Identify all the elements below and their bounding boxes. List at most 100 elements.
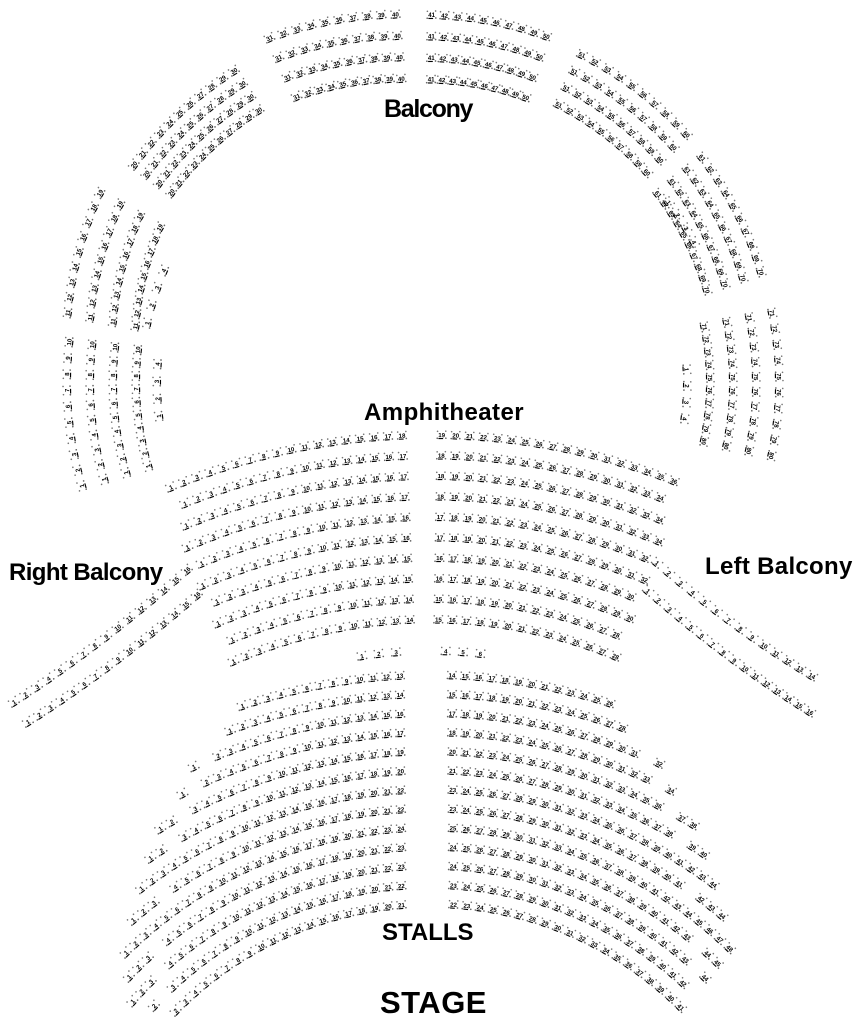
svg-text:30: 30 <box>625 614 634 623</box>
svg-text:31: 31 <box>528 836 537 845</box>
svg-text:1: 1 <box>157 825 164 833</box>
svg-text:40: 40 <box>392 11 400 19</box>
svg-text:3: 3 <box>242 609 248 617</box>
svg-text:26: 26 <box>548 505 557 513</box>
svg-text:4: 4 <box>192 989 200 997</box>
svg-text:27: 27 <box>549 443 558 451</box>
svg-text:9: 9 <box>234 935 241 943</box>
svg-text:34: 34 <box>643 468 652 477</box>
svg-text:11: 11 <box>256 921 265 930</box>
svg-text:18: 18 <box>477 598 485 606</box>
svg-text:23: 23 <box>507 457 515 465</box>
svg-text:12: 12 <box>242 864 252 873</box>
svg-text:13: 13 <box>159 619 169 629</box>
svg-text:2: 2 <box>97 461 105 467</box>
svg-text:24: 24 <box>541 722 550 730</box>
svg-text:2: 2 <box>243 631 249 639</box>
svg-text:14: 14 <box>396 692 404 699</box>
svg-text:1: 1 <box>240 702 246 710</box>
svg-text:12: 12 <box>378 619 386 627</box>
svg-text:36: 36 <box>345 58 354 67</box>
svg-text:18: 18 <box>451 514 459 521</box>
svg-text:1: 1 <box>11 698 18 706</box>
svg-text:28: 28 <box>515 892 524 901</box>
svg-text:35: 35 <box>321 18 330 27</box>
svg-text:37: 37 <box>615 889 625 899</box>
svg-text:7: 7 <box>294 571 300 579</box>
svg-text:21: 21 <box>466 433 474 440</box>
svg-text:8: 8 <box>278 512 284 520</box>
svg-text:18: 18 <box>110 213 120 223</box>
svg-text:12: 12 <box>346 519 354 527</box>
svg-text:30: 30 <box>553 924 562 933</box>
svg-text:50: 50 <box>542 32 551 41</box>
svg-text:41: 41 <box>674 879 684 889</box>
svg-text:1: 1 <box>144 320 152 325</box>
svg-text:43: 43 <box>451 56 459 63</box>
svg-text:25: 25 <box>560 571 569 580</box>
svg-text:23: 23 <box>532 586 541 594</box>
svg-text:22: 22 <box>506 519 514 527</box>
svg-text:36: 36 <box>641 817 651 827</box>
svg-text:69: 69 <box>734 261 743 270</box>
svg-text:2: 2 <box>141 450 149 456</box>
svg-text:77: 77 <box>728 401 735 409</box>
svg-text:1: 1 <box>123 949 131 957</box>
svg-text:22: 22 <box>480 434 488 442</box>
svg-text:22: 22 <box>541 702 550 710</box>
svg-text:39: 39 <box>383 54 391 62</box>
svg-text:32: 32 <box>629 485 638 494</box>
svg-text:10: 10 <box>135 346 143 354</box>
svg-text:15: 15 <box>373 496 381 504</box>
svg-text:73: 73 <box>750 344 758 352</box>
svg-text:61: 61 <box>667 178 677 188</box>
svg-text:11: 11 <box>301 443 309 451</box>
svg-text:17: 17 <box>330 796 339 804</box>
svg-text:19: 19 <box>501 696 509 704</box>
svg-text:33: 33 <box>566 868 575 877</box>
svg-text:39: 39 <box>652 844 662 854</box>
svg-text:29: 29 <box>613 587 622 596</box>
svg-text:3: 3 <box>240 588 246 596</box>
svg-text:13: 13 <box>356 714 364 722</box>
svg-text:1: 1 <box>123 469 131 475</box>
svg-text:29: 29 <box>576 449 585 457</box>
svg-text:20: 20 <box>358 868 366 876</box>
svg-text:28: 28 <box>502 850 511 858</box>
svg-text:27: 27 <box>206 102 216 112</box>
svg-text:3: 3 <box>228 747 234 755</box>
svg-text:17: 17 <box>450 555 458 562</box>
svg-text:24: 24 <box>187 140 197 150</box>
svg-text:56: 56 <box>628 105 638 115</box>
svg-text:44: 44 <box>467 15 475 23</box>
svg-text:31: 31 <box>615 502 624 511</box>
svg-text:7: 7 <box>295 592 301 600</box>
svg-text:25: 25 <box>534 482 542 490</box>
svg-text:36: 36 <box>603 883 613 892</box>
svg-text:21: 21 <box>541 683 550 691</box>
svg-text:41: 41 <box>428 12 435 19</box>
svg-text:37: 37 <box>625 938 635 948</box>
svg-text:14: 14 <box>357 733 365 741</box>
svg-text:3: 3 <box>170 983 178 991</box>
svg-text:74: 74 <box>751 359 758 367</box>
svg-text:3: 3 <box>160 869 167 877</box>
svg-text:17: 17 <box>449 711 457 718</box>
svg-text:62: 62 <box>705 165 715 175</box>
svg-text:6: 6 <box>478 651 483 658</box>
svg-text:54: 54 <box>615 73 625 83</box>
svg-text:2: 2 <box>132 940 140 948</box>
svg-text:13: 13 <box>392 618 400 625</box>
svg-text:5: 5 <box>183 854 190 862</box>
svg-text:24: 24 <box>198 151 208 161</box>
svg-text:38: 38 <box>641 838 651 848</box>
svg-text:17: 17 <box>475 693 483 701</box>
svg-text:64: 64 <box>673 220 683 230</box>
svg-text:26: 26 <box>502 909 511 917</box>
svg-text:18: 18 <box>437 494 445 501</box>
svg-text:36: 36 <box>603 904 613 914</box>
svg-text:3: 3 <box>682 401 689 405</box>
svg-text:28: 28 <box>502 870 511 878</box>
svg-text:37: 37 <box>677 814 687 824</box>
svg-text:16: 16 <box>332 913 341 922</box>
